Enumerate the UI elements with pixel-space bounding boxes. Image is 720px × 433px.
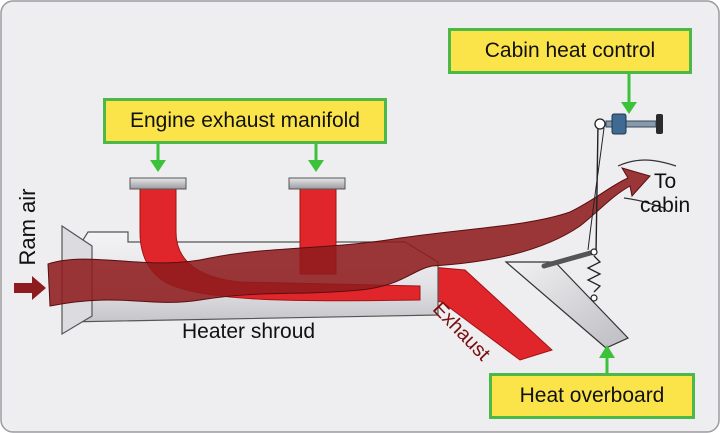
arrowhead-manifold-2 xyxy=(308,160,324,172)
heat-overboard-label: Heat overboard xyxy=(519,384,665,407)
to-cabin-label: To cabin xyxy=(640,170,691,217)
control-cable-return xyxy=(587,127,605,251)
manifold-flange-1 xyxy=(129,177,187,190)
arrowhead-cabin-heat-control xyxy=(621,102,637,114)
ram-air-arrow xyxy=(14,276,46,300)
overboard-valve-flap xyxy=(504,261,630,349)
manifold-flange-2 xyxy=(288,177,346,190)
lever-pivot xyxy=(590,248,598,256)
cabin-heat-control-callout: Cabin heat control xyxy=(448,28,692,74)
spring-anchor xyxy=(590,294,598,302)
return-spring xyxy=(586,255,602,293)
cabin-heat-control-label: Cabin heat control xyxy=(484,39,656,62)
cabin-duct-lower xyxy=(623,197,665,209)
arrowhead-manifold-1 xyxy=(150,160,166,172)
control-pulley xyxy=(594,118,606,130)
engine-exhaust-manifold-label: Engine exhaust manifold xyxy=(130,109,360,132)
control-housing xyxy=(611,113,627,135)
control-knob xyxy=(656,114,663,134)
arrowhead-heat-overboard xyxy=(599,345,615,358)
heat-overboard-callout: Heat overboard xyxy=(489,373,695,419)
control-cable xyxy=(595,123,599,255)
flap-lever xyxy=(541,249,597,269)
hot-air-flow xyxy=(47,167,651,307)
engine-exhaust-manifold-callout: Engine exhaust manifold xyxy=(103,98,387,144)
ram-air-label: Ram air xyxy=(15,188,40,266)
cabin-duct-outline xyxy=(617,159,677,167)
heater-shroud-label: Heater shroud xyxy=(182,320,316,343)
